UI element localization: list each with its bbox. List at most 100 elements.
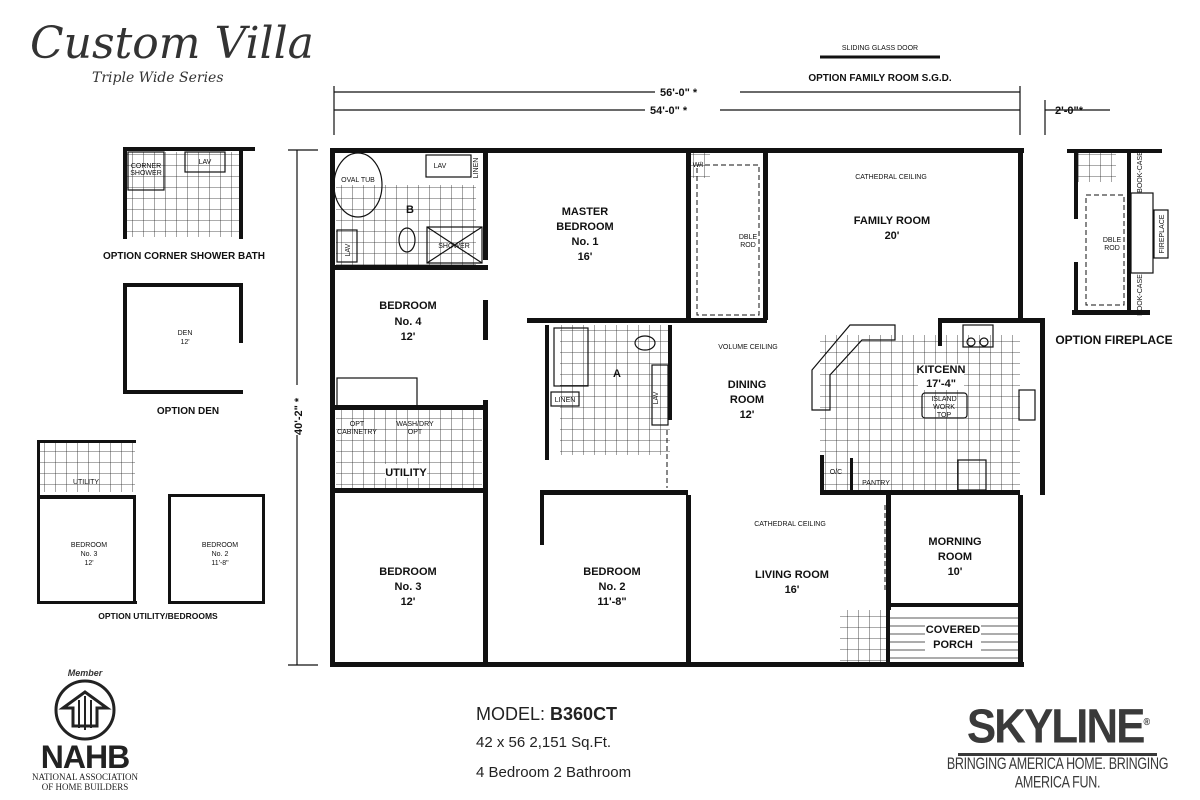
cathedral-ceiling-label: CATHEDRAL CEILING (855, 174, 927, 181)
text: 10' (948, 566, 963, 578)
walls (330, 148, 1045, 667)
oc-label: O/C (830, 469, 842, 476)
text: 12' (740, 409, 755, 421)
text: No. 2 (212, 551, 229, 558)
room-labels: OVAL TUB LAV LINEN B SHOWER LAV MASTER B… (337, 158, 982, 651)
island-label: ISLAND (931, 396, 956, 403)
text: CORNER (131, 163, 161, 170)
nahb-member: Member (67, 668, 103, 678)
text: ROD (1104, 245, 1120, 252)
text: DBLE (1103, 237, 1122, 244)
text: LAV (199, 159, 212, 166)
bath-a-label: A (613, 368, 621, 380)
skyline-tagline: BRINGING AMERICA HOME. BRINGING AMERICA … (946, 754, 1169, 791)
text: 12' (401, 596, 416, 608)
wash-dry-label: WASH/DRY (396, 421, 434, 428)
option-utility-bedrooms: UTILITY BEDROOM No. 3 12' BEDROOM No. 2 … (37, 440, 265, 621)
brand-logo: Custom Villa Triple Wide Series (30, 18, 314, 86)
bedroom2-label: BEDROOM No. 2 11'-8" (583, 566, 640, 608)
shower-label: SHOWER (438, 243, 470, 250)
lav-label: LAV (434, 163, 447, 170)
nahb-acronym: NAHB (40, 739, 130, 775)
text: BOOK-CASE (1137, 274, 1144, 316)
nahb-name-2: OF HOME BUILDERS (41, 782, 129, 792)
pantry-label: PANTRY (862, 480, 890, 487)
model-line: MODEL: B360CT (476, 704, 617, 725)
text: DEN (178, 330, 193, 337)
text: BEDROOM (379, 566, 436, 578)
dining-room-label: DINING ROOM 12' (728, 379, 767, 421)
text: BEDROOM (556, 221, 613, 233)
top-labels: SLIDING GLASS DOOR OPTION FAMILY ROOM S.… (808, 45, 952, 84)
morning-room-label: MORNING ROOM 10' (928, 536, 981, 578)
text: 12' (401, 331, 416, 343)
covered-porch-label: COVERED (926, 624, 980, 636)
kitchen-size: 17'-4" (926, 378, 956, 390)
overall-width-dimension: 56'-0" * (660, 87, 698, 99)
text: BEDROOM (71, 542, 107, 549)
text: No. 3 (395, 581, 422, 593)
text: 11'-8" (597, 596, 626, 608)
text: MORNING (928, 536, 981, 548)
brand-subtitle: Triple Wide Series (92, 70, 224, 86)
brand-title: Custom Villa (30, 18, 314, 69)
tile-floors (336, 153, 1020, 662)
text: FIREPLACE (1159, 214, 1166, 253)
opt-cabinetry-label-2: CABINETRY (337, 429, 377, 436)
text: 12' (84, 560, 93, 567)
text: BEDROOM (379, 300, 436, 312)
inner-width-dimension: 54'-0" * (650, 105, 688, 117)
linen-label: LINEN (473, 158, 480, 179)
family-room-size: 20' (885, 230, 900, 242)
text: BOOK-CASE (1137, 151, 1144, 193)
bath-b-label: B (406, 204, 414, 216)
dimension-lines: 56'-0" * 54'-0" * 2'-0"* 40'-2" * (288, 86, 1110, 666)
wash-dry-label-2: OPT (408, 429, 423, 436)
dble-rod-label-2: ROD (740, 242, 756, 249)
bedroom4-label: BEDROOM No. 4 12' (379, 300, 436, 343)
island-label-2: WORK (933, 404, 955, 411)
opt-cabinetry-label: OPT (350, 421, 365, 428)
option-fireplace-label: OPTION FIREPLACE (1055, 333, 1172, 347)
model-size: 42 x 56 2,151 Sq.Ft. (476, 734, 612, 751)
option-den-label: OPTION DEN (157, 406, 219, 417)
extension-dimension: 2'-0"* (1055, 105, 1084, 117)
model-rooms: 4 Bedroom 2 Bathroom (476, 764, 632, 781)
text: SHOWER (130, 170, 162, 177)
text: ROOM (730, 394, 764, 406)
text: UTILITY (73, 479, 99, 486)
option-corner-shower-bath: CORNER SHOWER LAV OPTION CORNER SHOWER B… (103, 147, 265, 262)
model-code: B360CT (550, 704, 618, 724)
walk-in-label: W/I (693, 162, 704, 169)
living-room-label: LIVING ROOM (755, 569, 829, 581)
kitchen-label: KITCENN (917, 364, 966, 376)
master-bedroom-label: MASTER BEDROOM No. 1 16' (556, 206, 613, 263)
utility-label: UTILITY (385, 467, 427, 479)
living-room-size: 16' (785, 584, 800, 596)
option-corner-shower-bath-label: OPTION CORNER SHOWER BATH (103, 251, 265, 262)
option-den: DEN 12' OPTION DEN (123, 283, 243, 417)
bedroom3-label: BEDROOM No. 3 12' (379, 566, 436, 608)
text: BEDROOM (202, 542, 238, 549)
family-room-label: FAMILY ROOM (854, 215, 930, 227)
covered-porch-label-2: PORCH (933, 639, 973, 651)
cathedral-ceiling-label-2: CATHEDRAL CEILING (754, 521, 826, 528)
lav-a-label: LAV (653, 391, 660, 404)
nahb-logo: Member NAHB NATIONAL ASSOCIATION OF HOME… (30, 668, 140, 792)
text: BEDROOM (583, 566, 640, 578)
option-fireplace: DBLE ROD FIREPLACE BOOK-CASE BOOK-CASE O… (1055, 149, 1173, 347)
model-label: MODEL: (476, 704, 546, 724)
option-utility-bedrooms-label: OPTION UTILITY/BEDROOMS (98, 611, 218, 621)
text: MASTER (562, 206, 609, 218)
sliding-glass-door-label: SLIDING GLASS DOOR (842, 45, 918, 52)
text: ROOM (938, 551, 972, 563)
text: 12' (180, 339, 189, 346)
text: 11'-8" (211, 560, 229, 567)
text: No. 4 (395, 316, 423, 328)
eagle-emblem-icon (54, 679, 116, 741)
text: 16' (578, 251, 593, 263)
oval-tub-label: OVAL TUB (341, 177, 375, 184)
depth-dimension: 40'-2" * (293, 397, 305, 435)
option-family-room-sgd-label: OPTION FAMILY ROOM S.G.D. (808, 73, 952, 84)
